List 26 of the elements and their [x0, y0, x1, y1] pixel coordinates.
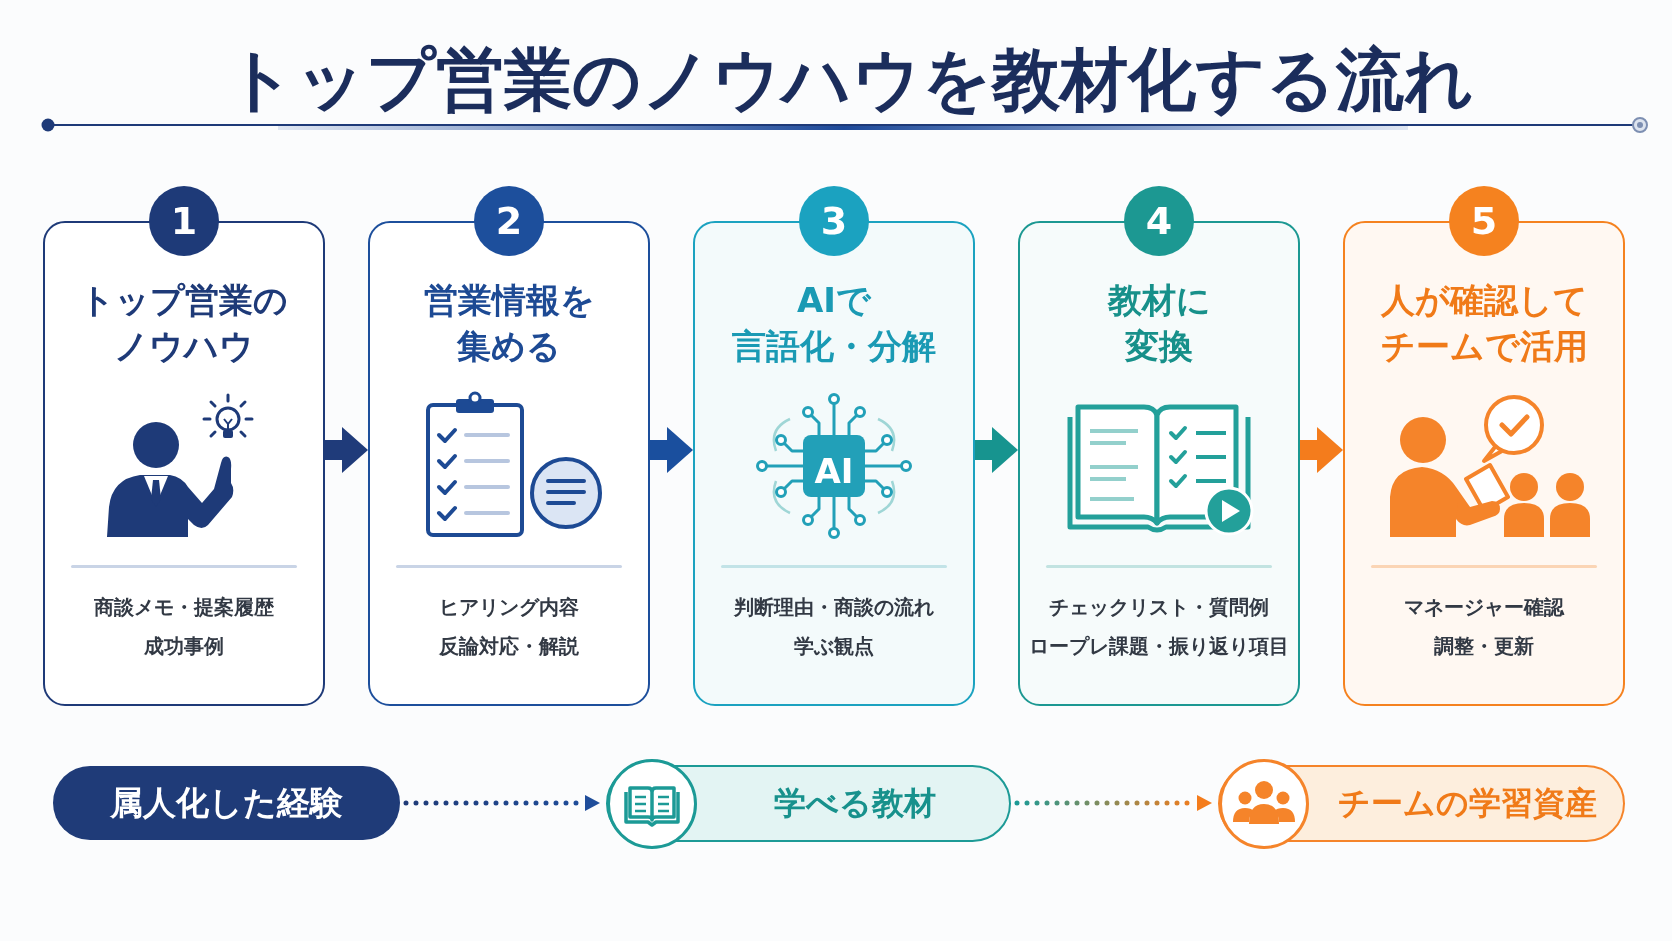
block-arrow — [650, 427, 693, 473]
step-description: 商談メモ・提案履歴成功事例 — [93, 594, 275, 660]
step-description: ヒアリング内容反論対応・解説 — [438, 594, 580, 660]
step-heading: 人が確認してチームで活用 — [1379, 279, 1589, 368]
dotted-arrow — [1014, 795, 1212, 811]
number-badge: 4 — [1124, 186, 1194, 256]
step-heading: 教材に変換 — [1106, 279, 1212, 368]
step-description: チェックリスト・質問例ロープレ課題・振り返り項目 — [1028, 594, 1290, 660]
block-arrow — [1300, 427, 1343, 473]
number-badge: 5 — [1449, 186, 1519, 256]
step-heading: トップ営業のノウハウ — [79, 279, 289, 368]
number-badge: 2 — [474, 186, 544, 256]
number-badge: 1 — [149, 186, 219, 256]
number-badge: 3 — [799, 186, 869, 256]
step-description: 判断理由・商談の流れ学ぶ観点 — [733, 594, 935, 660]
step-heading: 営業情報を集める — [422, 279, 596, 368]
pill-text: チームの学習資産 — [1337, 783, 1598, 824]
stage-pill: 属人化した経験 — [53, 766, 400, 840]
dotted-arrow — [403, 795, 600, 811]
block-arrow — [975, 427, 1018, 473]
pill-text: 学べる教材 — [772, 783, 937, 824]
step-heading: AIで言語化・分解 — [731, 279, 937, 368]
block-arrow — [325, 427, 368, 473]
step-description: マネージャー確認調整・更新 — [1403, 594, 1566, 660]
title: トップ営業のノウハウを教材化する流れ — [225, 39, 1475, 121]
chip-label: AI — [813, 450, 855, 493]
